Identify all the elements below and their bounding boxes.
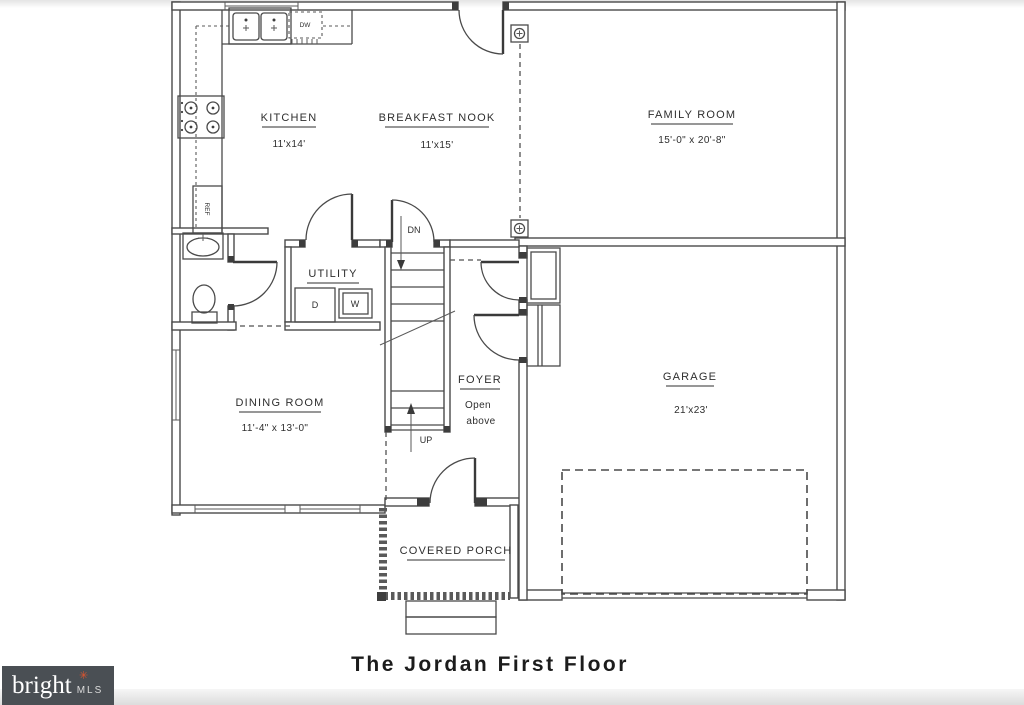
utility-label: UTILITY bbox=[308, 268, 357, 280]
garage-features bbox=[561, 469, 808, 599]
foyer-note-line1: Open bbox=[465, 400, 491, 411]
washer: W bbox=[338, 288, 373, 319]
dashed-openings bbox=[240, 259, 481, 503]
brightmls-watermark: bright ✳ MLS bbox=[2, 666, 114, 705]
stairs: DN UP bbox=[379, 216, 456, 452]
back-door bbox=[452, 2, 509, 55]
dishwasher: DW bbox=[288, 11, 323, 44]
brightmls-star-icon: ✳ bbox=[79, 670, 89, 682]
family-room-label: FAMILY ROOM bbox=[648, 109, 737, 121]
columns-and-beam bbox=[510, 24, 529, 238]
range bbox=[177, 95, 225, 139]
exterior-walls bbox=[171, 1, 846, 601]
garage-label: GARAGE bbox=[663, 371, 717, 383]
basement-stairs-door bbox=[386, 199, 440, 247]
toilet bbox=[191, 284, 218, 324]
kitchen-label: KITCHEN bbox=[261, 112, 318, 124]
refrigerator-label: REF bbox=[203, 203, 210, 216]
refrigerator: REF bbox=[192, 185, 223, 234]
dining-room-dims: 11'-4" x 13'-0" bbox=[242, 423, 309, 434]
foyer-note-line2: above bbox=[466, 416, 495, 427]
kitchen-dims: 11'x14' bbox=[272, 139, 305, 150]
stairs-down-label: DN bbox=[408, 225, 421, 235]
brightmls-suffix-text: MLS bbox=[76, 684, 104, 696]
utility-door bbox=[299, 193, 358, 247]
doors bbox=[228, 2, 527, 506]
down-arrow bbox=[397, 216, 405, 270]
covered-porch-structure bbox=[377, 508, 510, 635]
kitchen-sink bbox=[228, 7, 292, 45]
foyer-closet-door-lower bbox=[473, 309, 527, 363]
dryer-label: D bbox=[312, 300, 319, 310]
front-door bbox=[417, 457, 487, 506]
washer-label: W bbox=[351, 299, 360, 309]
stairs-up-label: UP bbox=[420, 435, 433, 445]
brightmls-brand-text: bright bbox=[12, 672, 72, 699]
covered-porch-label: COVERED PORCH bbox=[400, 545, 513, 557]
dishwasher-label: DW bbox=[300, 22, 312, 29]
bottom-gradient-band bbox=[0, 689, 1024, 705]
breakfast-nook-label: BREAKFAST NOOK bbox=[379, 112, 496, 124]
foyer-closet-door-upper bbox=[480, 252, 527, 303]
column-post-bottom bbox=[510, 219, 529, 238]
room-labels: KITCHEN 11'x14' BREAKFAST NOOK 11'x15' F… bbox=[236, 109, 737, 561]
dryer: D bbox=[294, 287, 336, 323]
garage-door-clearance-dashed bbox=[561, 469, 808, 595]
windows bbox=[172, 2, 361, 513]
foyer-label: FOYER bbox=[458, 374, 502, 386]
powder-room-door bbox=[228, 256, 278, 310]
porch-steps bbox=[405, 600, 497, 635]
powder-room-fixtures bbox=[182, 232, 224, 324]
stair-break-line bbox=[379, 310, 456, 346]
garage-dims: 21'x23' bbox=[674, 405, 708, 416]
dining-room-label: DINING ROOM bbox=[236, 397, 325, 409]
kitchen-fixtures: DW REF bbox=[177, 7, 353, 234]
family-room-dims: 15'-0" x 20'-8" bbox=[658, 135, 726, 146]
breakfast-nook-dims: 11'x15' bbox=[420, 140, 453, 151]
vanity bbox=[182, 232, 224, 260]
up-arrow bbox=[407, 403, 415, 452]
column-post-top bbox=[510, 24, 529, 43]
plan-title: The Jordan First Floor bbox=[351, 653, 629, 676]
utility-fixtures: D W bbox=[294, 287, 373, 323]
foyer-closets bbox=[526, 247, 561, 367]
